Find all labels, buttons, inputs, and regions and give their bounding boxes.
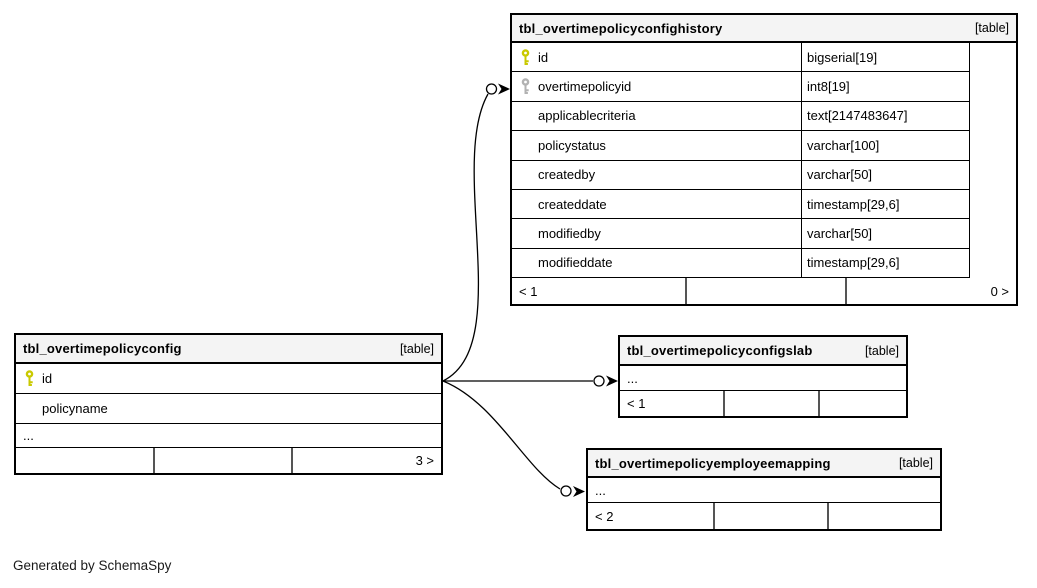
table-row: createdby varchar[50] bbox=[512, 160, 1016, 190]
foreign-key-icon bbox=[518, 78, 532, 95]
connector-config-mapping bbox=[442, 380, 561, 490]
footer-parent-count: < 1 bbox=[512, 278, 687, 305]
hidden-columns-ellipsis: ... bbox=[16, 424, 441, 448]
table-type-badge: [table] bbox=[974, 21, 1009, 35]
column-name: policystatus bbox=[538, 137, 606, 153]
table-header[interactable]: tbl_overtimepolicyemployeemapping [table… bbox=[588, 450, 940, 478]
connector-endpoint-circle bbox=[485, 83, 498, 95]
table-header[interactable]: tbl_overtimepolicyconfighistory [table] bbox=[512, 15, 1016, 43]
column-rows: id bigserial[19] overtimepolicyid int8[1… bbox=[512, 43, 1016, 279]
table-footer: < 1 bbox=[620, 391, 906, 416]
column-name: modifiedby bbox=[538, 226, 601, 242]
column-type: text[2147483647] bbox=[801, 101, 968, 131]
table-header[interactable]: tbl_overtimepolicyconfig [table] bbox=[16, 335, 441, 364]
column-rows: id policyname ... bbox=[16, 364, 441, 448]
table-row: createddate timestamp[29,6] bbox=[512, 189, 1016, 220]
footer-spacer bbox=[687, 278, 847, 305]
column-type: int8[19] bbox=[801, 72, 968, 101]
footer-spacer bbox=[155, 448, 293, 473]
connector-config-history bbox=[442, 93, 489, 382]
column-type: varchar[100] bbox=[801, 131, 968, 160]
footer-spacer bbox=[725, 391, 820, 416]
spacer-column bbox=[969, 43, 1016, 279]
table-row: policyname bbox=[16, 394, 441, 424]
column-rows: ... bbox=[620, 366, 906, 391]
footer-parent-count: < 1 bbox=[620, 391, 725, 416]
connector-endpoint-circle bbox=[593, 375, 605, 387]
table-header[interactable]: tbl_overtimepolicyconfigslab [table] bbox=[620, 337, 906, 366]
footer-spacer bbox=[829, 503, 940, 529]
table-footer: 3 > bbox=[16, 448, 441, 473]
table-title[interactable]: tbl_overtimepolicyconfig bbox=[23, 341, 182, 356]
table-title[interactable]: tbl_overtimepolicyconfigslab bbox=[627, 343, 813, 358]
table-row: applicablecriteria text[2147483647] bbox=[512, 101, 1016, 132]
table-type-badge: [table] bbox=[399, 341, 434, 356]
table-overtimepolicyconfig: tbl_overtimepolicyconfig [table] id poli… bbox=[14, 333, 443, 475]
hidden-columns-ellipsis: ... bbox=[588, 478, 940, 503]
connector-endpoint-circle bbox=[560, 485, 572, 497]
connector-arrowhead bbox=[573, 486, 585, 497]
column-name: createddate bbox=[538, 196, 607, 212]
table-overtimepolicyemployeemapping: tbl_overtimepolicyemployeemapping [table… bbox=[586, 448, 942, 531]
table-type-badge: [table] bbox=[864, 343, 899, 358]
table-title[interactable]: tbl_overtimepolicyconfighistory bbox=[519, 20, 723, 36]
table-row: modifiedby varchar[50] bbox=[512, 219, 1016, 249]
column-name: overtimepolicyid bbox=[538, 79, 632, 95]
table-footer: < 1 0 > bbox=[512, 278, 1016, 305]
column-name: id bbox=[42, 371, 53, 386]
footer-child-count: 3 > bbox=[415, 453, 434, 468]
table-row: id bbox=[16, 364, 441, 394]
table-row: overtimepolicyid int8[19] bbox=[512, 72, 1016, 102]
footer-spacer bbox=[16, 448, 155, 473]
primary-key-icon bbox=[518, 48, 532, 66]
column-name: createdby bbox=[538, 167, 596, 183]
table-title[interactable]: tbl_overtimepolicyemployeemapping bbox=[595, 455, 831, 471]
table-type-badge: [table] bbox=[898, 456, 933, 470]
connector-arrowhead bbox=[606, 375, 618, 387]
column-name: applicablecriteria bbox=[538, 108, 636, 124]
hidden-columns-ellipsis: ... bbox=[620, 366, 906, 391]
column-name: policyname bbox=[42, 401, 108, 416]
footer-spacer bbox=[715, 503, 829, 529]
column-type: bigserial[19] bbox=[801, 43, 968, 72]
column-rows: ... bbox=[588, 478, 940, 503]
column-name: id bbox=[538, 49, 549, 65]
column-type: varchar[50] bbox=[801, 160, 968, 189]
table-row: modifieddate timestamp[29,6] bbox=[512, 248, 1016, 279]
footer-child-count: 0 > bbox=[990, 283, 1009, 299]
generator-credit: Generated by SchemaSpy bbox=[13, 558, 172, 573]
column-type: timestamp[29,6] bbox=[801, 189, 968, 219]
column-type: timestamp[29,6] bbox=[801, 248, 968, 278]
table-overtimepolicyconfighistory: tbl_overtimepolicyconfighistory [table] … bbox=[510, 13, 1018, 307]
table-overtimepolicyconfigslab: tbl_overtimepolicyconfigslab [table] ...… bbox=[618, 335, 908, 418]
table-row: policystatus varchar[100] bbox=[512, 131, 1016, 161]
column-name: modifieddate bbox=[538, 255, 613, 271]
primary-key-icon bbox=[22, 370, 36, 387]
footer-parent-count: < 2 bbox=[588, 503, 715, 529]
footer-spacer bbox=[820, 391, 906, 416]
table-row: id bigserial[19] bbox=[512, 43, 1016, 73]
table-footer: < 2 bbox=[588, 503, 940, 529]
connector-arrowhead bbox=[498, 83, 510, 95]
column-type: varchar[50] bbox=[801, 219, 968, 248]
